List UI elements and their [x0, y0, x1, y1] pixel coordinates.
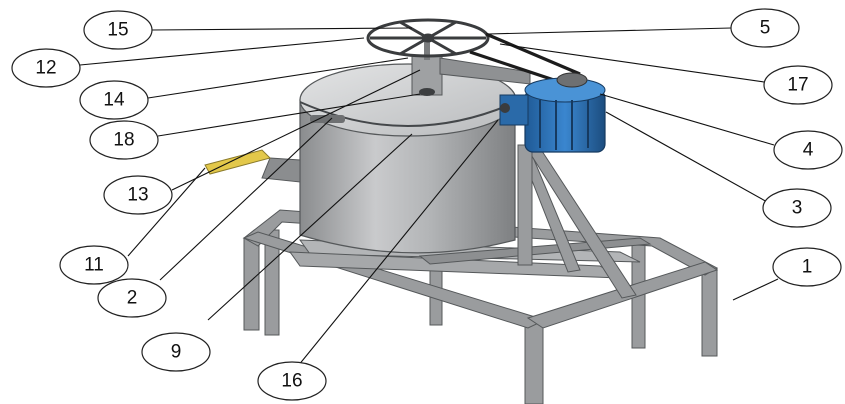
leader-5 [487, 27, 732, 35]
callout-circle [11, 48, 81, 88]
support-frame [242, 144, 719, 404]
callout-15: 15 [83, 10, 153, 50]
leader-9 [207, 133, 413, 321]
callout-1: 1 [772, 247, 842, 287]
callout-circle [257, 361, 327, 401]
leader-3 [605, 111, 770, 204]
callout-label: 1 [802, 257, 813, 278]
gear-housing [411, 54, 443, 96]
leader-15 [151, 27, 413, 31]
callout-9: 9 [141, 332, 211, 372]
handwheel-spoke [399, 20, 429, 40]
handwheel-spoke [399, 36, 429, 56]
callout-circle [141, 332, 211, 372]
motor-coupling [500, 103, 510, 113]
callout-label: 12 [35, 58, 56, 79]
callout-circle [762, 188, 832, 228]
callout-18: 18 [89, 120, 159, 160]
callout-circle [772, 247, 842, 287]
callout-label: 3 [792, 198, 803, 219]
callout-17: 17 [763, 65, 833, 105]
handwheel [366, 18, 490, 58]
leader-18 [157, 93, 421, 137]
callout-circle [59, 245, 129, 285]
leader-14 [147, 57, 409, 99]
callout-circle [89, 120, 159, 160]
tank-lid-hinge [310, 115, 345, 123]
callout-circle [103, 175, 173, 215]
leader-lines [79, 27, 779, 367]
frame-leg-front-left [243, 237, 260, 331]
mixing-tank [299, 63, 517, 254]
outlet-spout [261, 157, 301, 183]
callout-circle [773, 130, 843, 170]
callout-circle [97, 278, 167, 318]
callout-label: 5 [760, 18, 771, 39]
shaft-coupling [419, 88, 435, 96]
leader-17 [499, 43, 765, 83]
leader-16 [297, 119, 499, 367]
callout-label: 17 [787, 75, 808, 96]
callout-label: 15 [107, 20, 128, 41]
frame-leg-front-right [701, 267, 718, 357]
callout-label: 18 [113, 130, 134, 151]
callout-14: 14 [79, 80, 149, 120]
callout-circle [763, 65, 833, 105]
callout-4: 4 [773, 130, 843, 170]
callout-circle [79, 80, 149, 120]
drive-shaft [424, 36, 430, 60]
discharge-outlet [204, 149, 301, 183]
callout-12: 12 [11, 48, 81, 88]
callout-label: 16 [281, 371, 302, 392]
callout-circle [730, 8, 800, 48]
tank-body [299, 99, 516, 254]
callout-label: 11 [84, 255, 104, 276]
electric-motor [499, 72, 606, 153]
tank-rim [299, 101, 517, 127]
callout-label: 2 [127, 288, 138, 309]
callout-label: 13 [127, 185, 148, 206]
handwheel-spoke [427, 20, 457, 40]
leader-11 [127, 167, 206, 257]
callouts: 15 5 12 17 14 4 18 3 13 1 11 2 9 16 [11, 8, 843, 401]
drive-shaft-assembly [411, 36, 531, 96]
leader-13 [171, 69, 421, 191]
leader-12 [79, 37, 365, 66]
callout-circle [83, 10, 153, 50]
callout-11: 11 [59, 245, 129, 285]
handwheel-spoke [427, 36, 457, 56]
callout-5: 5 [730, 8, 800, 48]
frame-leg-front-mid [524, 319, 544, 404]
leader-2 [159, 117, 333, 281]
belt-upper [485, 32, 581, 76]
callout-13: 13 [103, 175, 173, 215]
callout-3: 3 [762, 188, 832, 228]
handwheel-rim [366, 18, 490, 58]
callout-16: 16 [257, 361, 327, 401]
outlet-handle [204, 149, 271, 175]
motor-pulley [556, 72, 588, 88]
callout-label: 14 [103, 90, 125, 111]
callout-2: 2 [97, 278, 167, 318]
callout-label: 9 [171, 342, 182, 363]
callout-label: 4 [803, 140, 814, 161]
motor-support-post [517, 144, 533, 266]
leader-1 [732, 278, 779, 301]
leader-4 [599, 93, 775, 146]
